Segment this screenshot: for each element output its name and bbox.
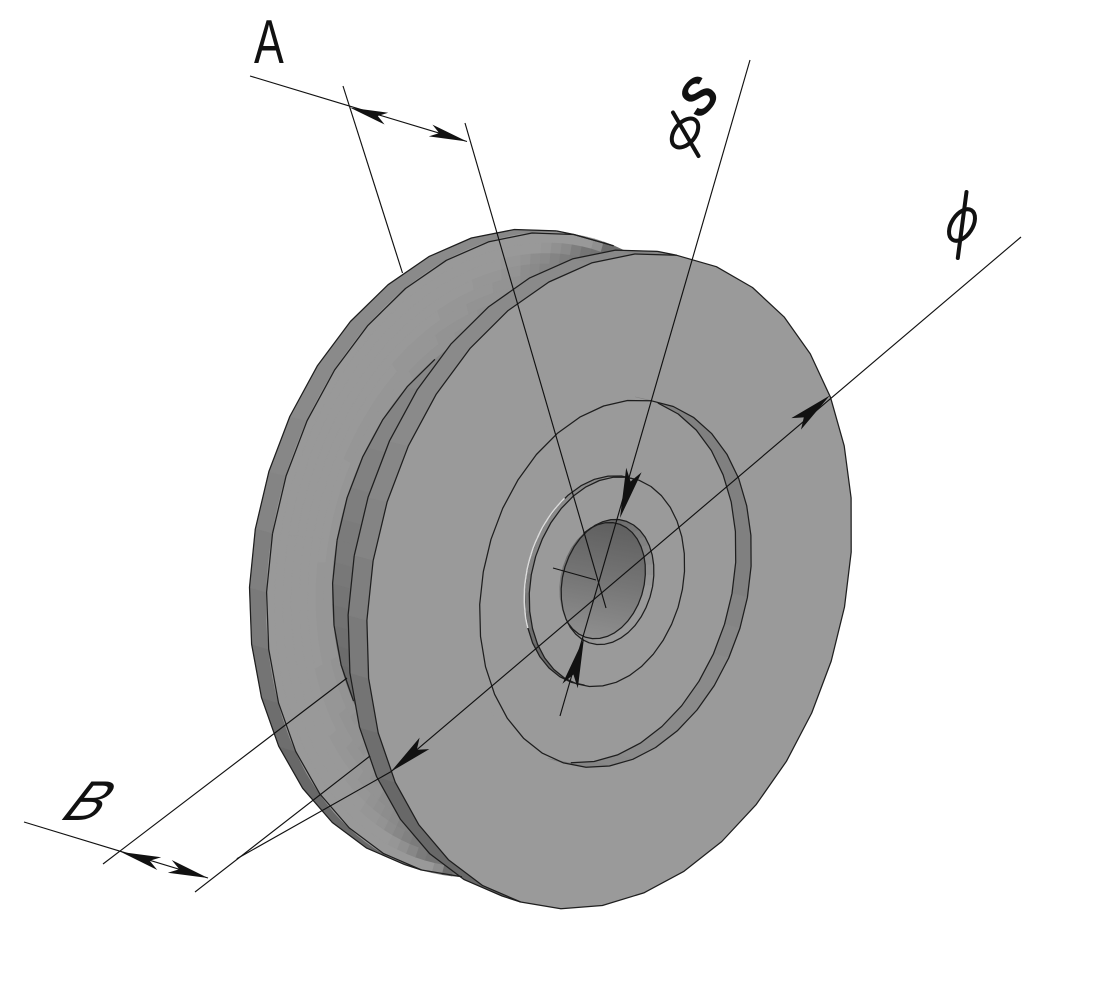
svg-text:A: A: [254, 8, 284, 77]
